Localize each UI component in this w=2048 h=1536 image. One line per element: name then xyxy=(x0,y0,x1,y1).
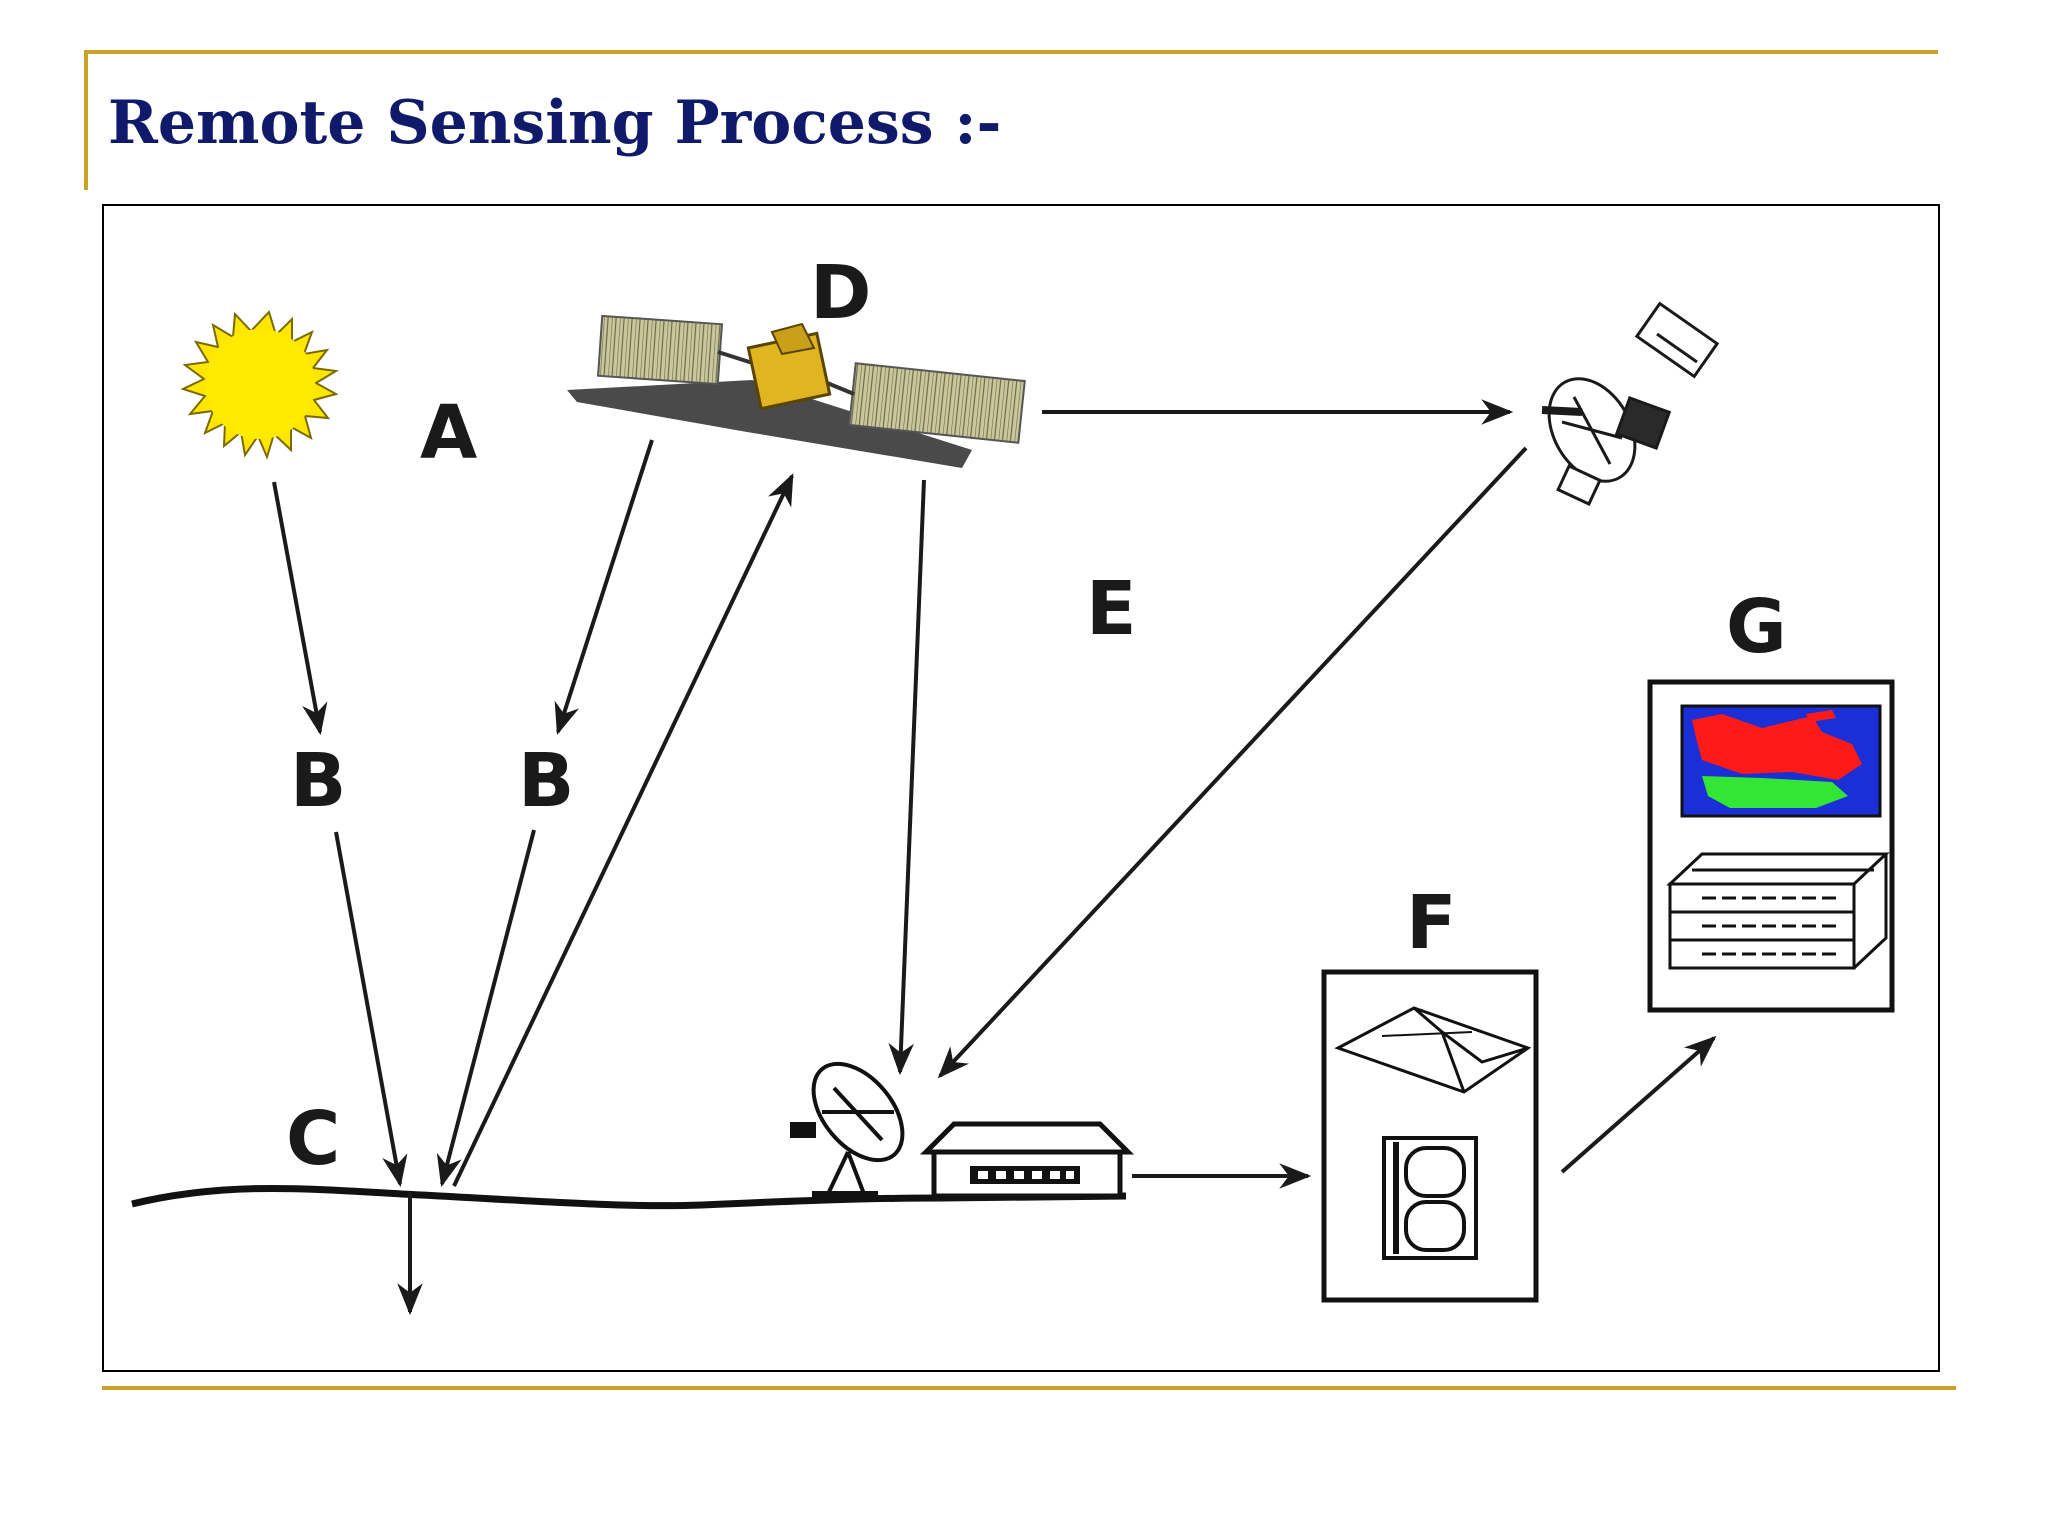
arrow-atmosphere-to-ground xyxy=(436,829,536,1188)
diagram-frame: A B B C D E F G xyxy=(102,204,1940,1372)
label-b-right: B xyxy=(518,738,574,824)
energy-flow-arrows xyxy=(272,399,1717,1316)
ground-antenna-icon xyxy=(790,1061,905,1197)
arrow-ground-to-satellite xyxy=(452,473,794,1187)
arrow-atmosphere-to-target xyxy=(334,831,408,1188)
arrow-satellite-to-antenna xyxy=(888,479,926,1076)
arrow-relay-to-antenna xyxy=(937,446,1528,1079)
imaging-satellite-icon xyxy=(567,314,1026,468)
processing-icon xyxy=(1321,969,1539,1303)
ground-station-icon xyxy=(919,1121,1135,1199)
arrow-satellite-to-atmosphere xyxy=(554,439,654,736)
arrow-processing-to-analysis xyxy=(1560,1035,1717,1174)
arrow-sun-to-atmosphere xyxy=(272,481,328,736)
label-f: F xyxy=(1406,880,1457,966)
page-title: Remote Sensing Process :- xyxy=(108,88,1002,158)
label-d: D xyxy=(810,250,871,336)
label-a: A xyxy=(420,390,477,476)
relay-satellite-icon xyxy=(1541,301,1720,506)
label-b-left: B xyxy=(290,738,346,824)
remote-sensing-diagram: A B B C D E F G xyxy=(131,250,1895,1316)
bottom-rule xyxy=(102,1386,1956,1390)
label-c: C xyxy=(286,1096,340,1182)
top-rule xyxy=(84,50,1938,54)
analysis-display-icon xyxy=(1647,679,1895,1013)
left-rule xyxy=(84,50,88,190)
label-g: G xyxy=(1726,584,1787,670)
sun-icon xyxy=(180,310,339,460)
label-e: E xyxy=(1086,566,1137,652)
ground-surface xyxy=(131,1184,1127,1210)
